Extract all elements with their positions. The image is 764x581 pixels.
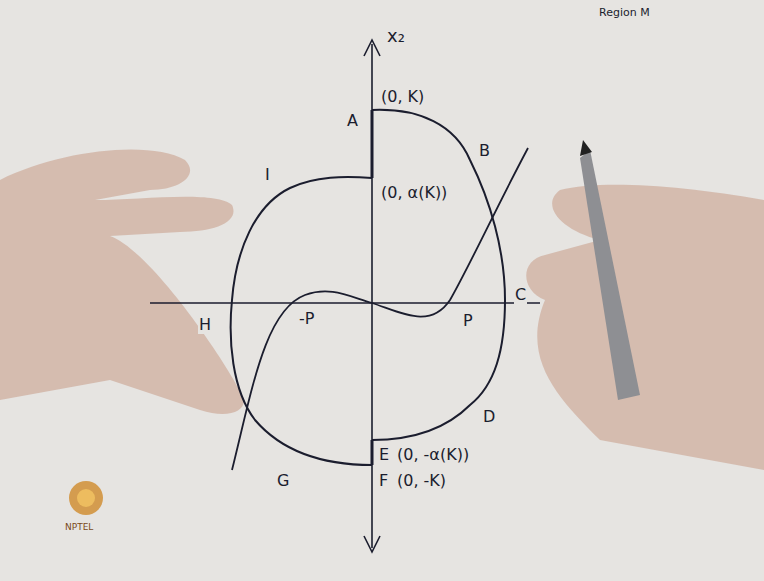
point-label: I bbox=[264, 166, 271, 184]
left-boundary bbox=[231, 177, 372, 465]
point-label: D bbox=[482, 408, 496, 426]
coordinate-label: (0, α(K)) bbox=[380, 184, 448, 202]
left-hand bbox=[0, 150, 244, 414]
point-label: P bbox=[462, 312, 474, 330]
hand-shapes bbox=[0, 150, 764, 470]
point-label: E bbox=[378, 446, 390, 464]
axes bbox=[150, 40, 540, 552]
point-label: C bbox=[514, 286, 527, 304]
cubic-curve bbox=[232, 148, 528, 470]
region-boundary bbox=[231, 110, 505, 465]
coordinate-label: (0, -K) bbox=[396, 472, 447, 490]
right-hand bbox=[526, 185, 764, 470]
right-boundary bbox=[372, 110, 505, 440]
point-label: B bbox=[478, 142, 491, 160]
coordinate-label: (0, -α(K)) bbox=[396, 446, 470, 464]
point-label: F bbox=[378, 472, 389, 490]
lower-segment bbox=[371, 440, 374, 465]
point-label: -P bbox=[298, 310, 315, 328]
logo-mark bbox=[69, 481, 103, 515]
logo-text: NPTEL bbox=[64, 522, 94, 533]
axis-arrow-down bbox=[364, 536, 380, 552]
axis-label: x₂ bbox=[386, 26, 406, 46]
point-label: G bbox=[276, 472, 290, 490]
pen bbox=[580, 140, 640, 400]
point-label: A bbox=[346, 112, 359, 130]
x1-axis bbox=[150, 302, 540, 304]
x2-axis bbox=[371, 44, 373, 548]
axis-arrow-up bbox=[364, 40, 380, 56]
point-label: H bbox=[198, 316, 212, 334]
coordinate-label: (0, K) bbox=[380, 88, 425, 106]
figure-note: Region M bbox=[598, 6, 651, 19]
upper-segment bbox=[371, 110, 374, 178]
